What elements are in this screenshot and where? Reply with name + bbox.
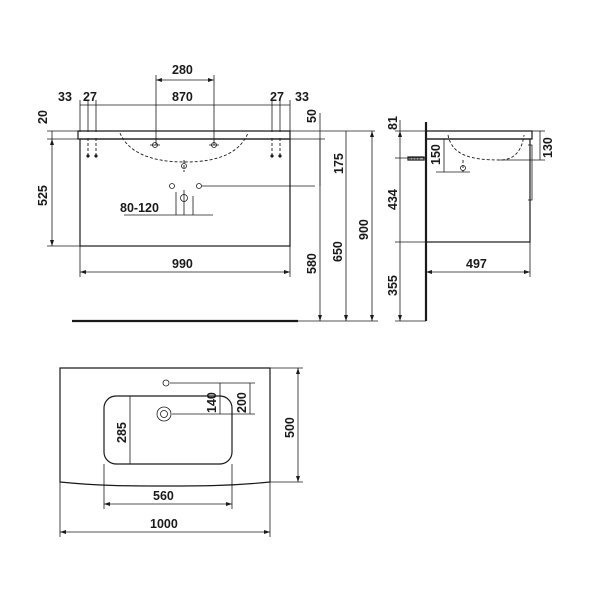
side-cabinet (425, 138, 531, 243)
front-cabinet (79, 138, 291, 247)
side-view: 81 150 434 355 130 497 (386, 116, 555, 322)
dim-side-c: 434 (386, 189, 400, 210)
top-view: 200 140 500 285 560 1000 (59, 367, 303, 537)
dim-edge-left-b: 27 (83, 90, 97, 104)
dim-basin-depth: 130 (541, 137, 555, 158)
top-drain-inner (160, 410, 168, 418)
dim-edge-right-a: 27 (270, 90, 284, 104)
dim-side-a: 81 (386, 116, 400, 130)
dim-right-e: 900 (357, 219, 371, 240)
top-drain-outer (156, 406, 172, 422)
front-view: 280 870 33 27 27 33 20 525 50 175 580 65… (36, 63, 378, 323)
dim-cabinet-height: 525 (36, 185, 50, 206)
dim-top-b: 140 (205, 392, 219, 413)
dim-right-d: 650 (331, 241, 345, 262)
dim-top-depth: 500 (283, 417, 297, 438)
dim-edge-right-b: 33 (295, 90, 309, 104)
front-countertop (77, 130, 291, 140)
dim-side-d: 355 (386, 275, 400, 296)
dim-right-b: 175 (332, 153, 346, 174)
dim-top-a: 200 (235, 392, 249, 413)
side-countertop (425, 130, 533, 140)
dim-right-c: 580 (305, 253, 319, 274)
dim-side-depth: 497 (466, 257, 487, 271)
dim-bowl-width: 560 (153, 489, 174, 503)
dim-inner-width: 870 (172, 90, 193, 104)
dim-cabinet-width: 990 (172, 257, 193, 271)
dim-tap-spacing: 280 (172, 63, 193, 77)
dim-top-thickness: 20 (36, 110, 50, 124)
dim-drain-range: 80-120 (120, 201, 159, 215)
front-basin-outline (119, 132, 249, 163)
dim-right-a: 50 (305, 109, 319, 123)
side-basin-outline (447, 134, 525, 161)
top-tap-hole (162, 379, 170, 387)
dim-edge-left-a: 33 (58, 90, 72, 104)
top-countertop (59, 367, 271, 487)
top-basin-bowl (103, 395, 233, 465)
dim-side-b: 150 (429, 144, 443, 165)
dim-top-width: 1000 (150, 517, 178, 531)
dim-bowl-depth: 285 (115, 422, 129, 443)
